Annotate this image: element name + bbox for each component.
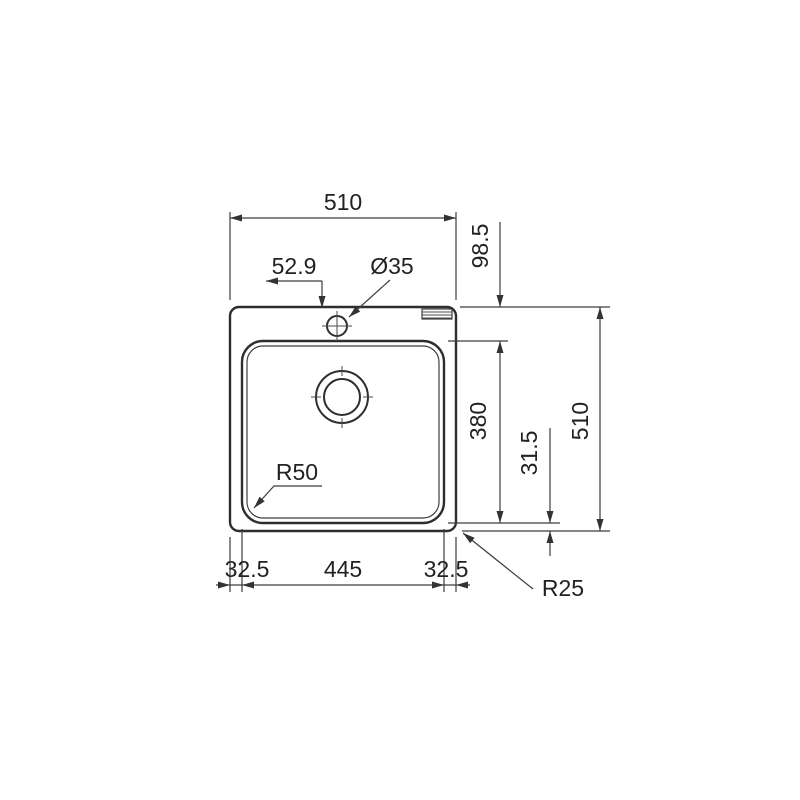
arrowhead xyxy=(546,511,554,523)
arrowhead xyxy=(596,519,604,531)
label-bowl-width: 445 xyxy=(324,556,362,582)
arrowhead xyxy=(318,296,326,308)
label-corner-radius: R25 xyxy=(542,575,584,601)
dim-rim-band: 98.5 xyxy=(448,222,610,342)
label-bowl-front-back: 380 xyxy=(465,402,491,440)
dim-tap-hole-diameter: Ø35 xyxy=(348,253,414,318)
dim-overall-height: 510 xyxy=(462,307,610,532)
arrowhead xyxy=(230,214,242,222)
arrowhead xyxy=(546,531,554,543)
arrowhead xyxy=(218,581,230,589)
dim-corner-radius: R25 xyxy=(462,532,584,601)
label-tap-hole-diameter: Ø35 xyxy=(370,253,413,279)
tap-hole xyxy=(322,311,352,341)
label-rim-band: 98.5 xyxy=(467,224,493,269)
label-bowl-radius: R50 xyxy=(276,459,318,485)
label-left-margin: 32.5 xyxy=(225,556,270,582)
sink-body xyxy=(228,305,458,533)
dim-bowl-front-back: 380 xyxy=(448,341,560,524)
dim-bottom-widths: 32.5 445 32.5 xyxy=(216,529,470,592)
arrowhead xyxy=(254,496,265,508)
arrowhead xyxy=(266,277,278,285)
label-tap-offset: 52.9 xyxy=(272,253,317,279)
dim-overall-width: 510 xyxy=(229,189,457,300)
arrowhead xyxy=(349,306,361,317)
label-overall-width: 510 xyxy=(324,189,362,215)
arrowhead xyxy=(444,214,456,222)
label-overall-height: 510 xyxy=(567,402,593,440)
drain xyxy=(311,366,373,428)
dim-bowl-radius: R50 xyxy=(253,459,322,509)
arrowhead xyxy=(463,533,475,544)
arrowhead xyxy=(242,581,254,589)
logo-plate xyxy=(421,308,453,320)
sink-outer-edge xyxy=(228,305,458,533)
arrowhead xyxy=(596,307,604,319)
arrowhead xyxy=(496,295,504,307)
arrowhead xyxy=(432,581,444,589)
arrowhead xyxy=(496,511,504,523)
dim-tap-offset: 52.9 xyxy=(266,253,326,308)
label-right-margin: 32.5 xyxy=(424,556,469,582)
dim-bottom-band: 31.5 xyxy=(516,428,554,556)
bowl-rim-edge xyxy=(240,339,446,525)
arrowhead xyxy=(456,581,468,589)
arrowhead xyxy=(496,341,504,353)
label-bottom-band: 31.5 xyxy=(516,431,542,476)
bowl-inner-edge xyxy=(246,345,440,519)
